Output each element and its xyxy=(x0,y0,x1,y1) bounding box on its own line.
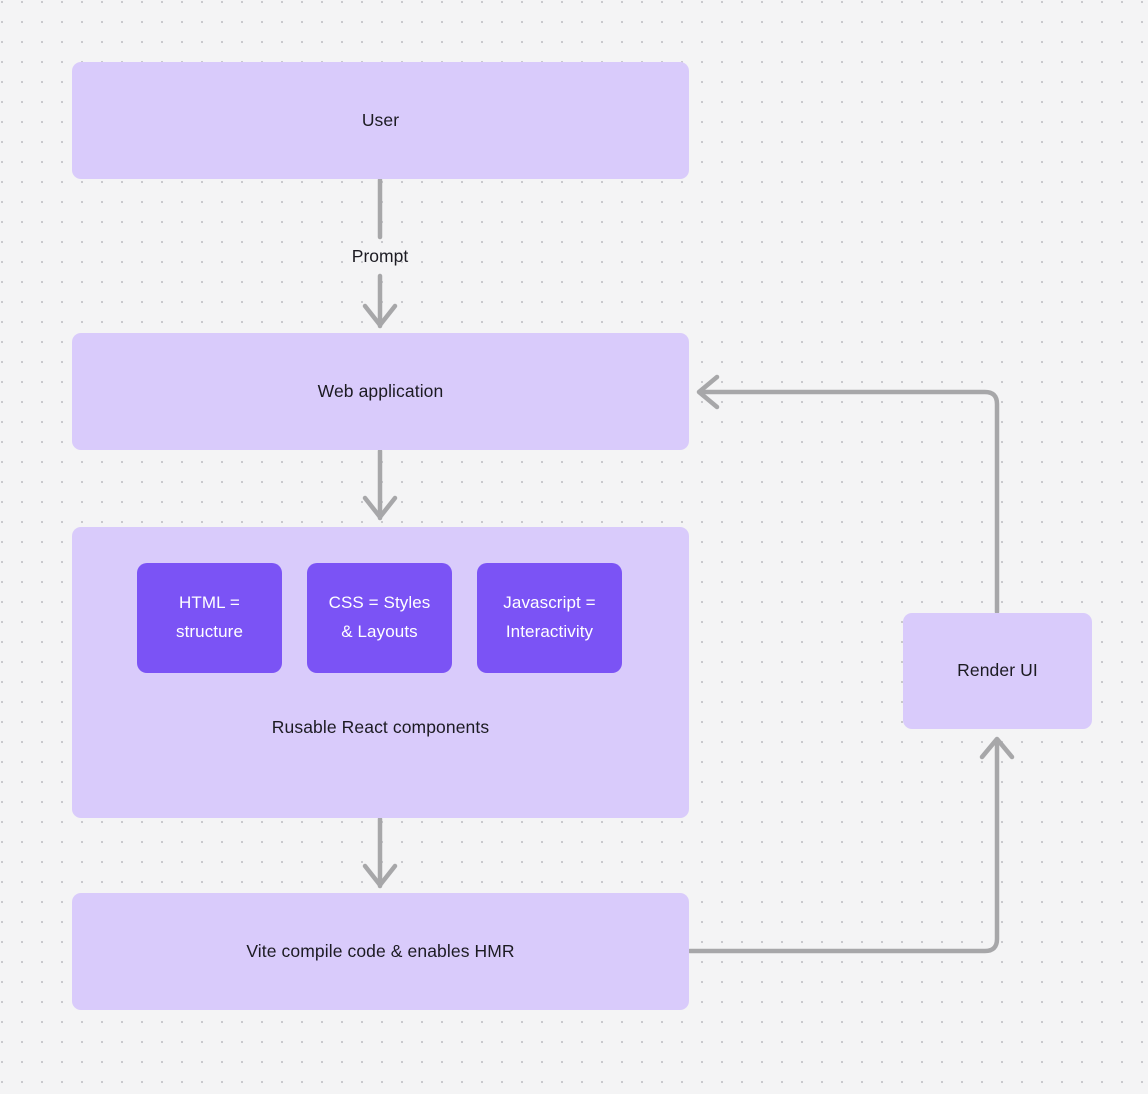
edge-render-to-webapp xyxy=(699,389,1000,615)
edge-label-prompt: Prompt xyxy=(351,246,409,266)
inner-node-html[interactable]: HTML = structure xyxy=(137,563,282,673)
inner-node-row: HTML = structure CSS = Styles & Layouts … xyxy=(137,563,624,673)
arrowhead-down-vite xyxy=(362,863,398,888)
node-render-ui-label: Render UI xyxy=(957,660,1038,681)
node-user[interactable]: User xyxy=(72,62,689,179)
node-user-label: User xyxy=(361,109,400,130)
arrowhead-left-webapp xyxy=(696,374,720,410)
inner-node-css[interactable]: CSS = Styles & Layouts xyxy=(307,563,452,673)
arrowhead-up-render xyxy=(979,736,1015,760)
inner-node-javascript[interactable]: Javascript = Interactivity xyxy=(477,563,622,673)
inner-node-css-label: CSS = Styles & Layouts xyxy=(328,593,431,641)
node-vite[interactable]: Vite compile code & enables HMR xyxy=(72,893,689,1010)
node-react-components-container[interactable]: HTML = structure CSS = Styles & Layouts … xyxy=(72,527,689,818)
node-web-application[interactable]: Web application xyxy=(72,333,689,450)
arrowhead-down-webapp xyxy=(362,303,398,328)
node-render-ui[interactable]: Render UI xyxy=(903,613,1092,729)
edge-vite-to-render xyxy=(687,739,1000,954)
node-vite-label: Vite compile code & enables HMR xyxy=(246,940,515,961)
inner-node-javascript-label: Javascript = Interactivity xyxy=(503,593,596,641)
inner-node-html-label: HTML = structure xyxy=(175,593,244,641)
node-react-components-caption: Rusable React components xyxy=(271,717,490,737)
node-web-application-label: Web application xyxy=(317,380,444,401)
arrowhead-down-components xyxy=(362,495,398,520)
